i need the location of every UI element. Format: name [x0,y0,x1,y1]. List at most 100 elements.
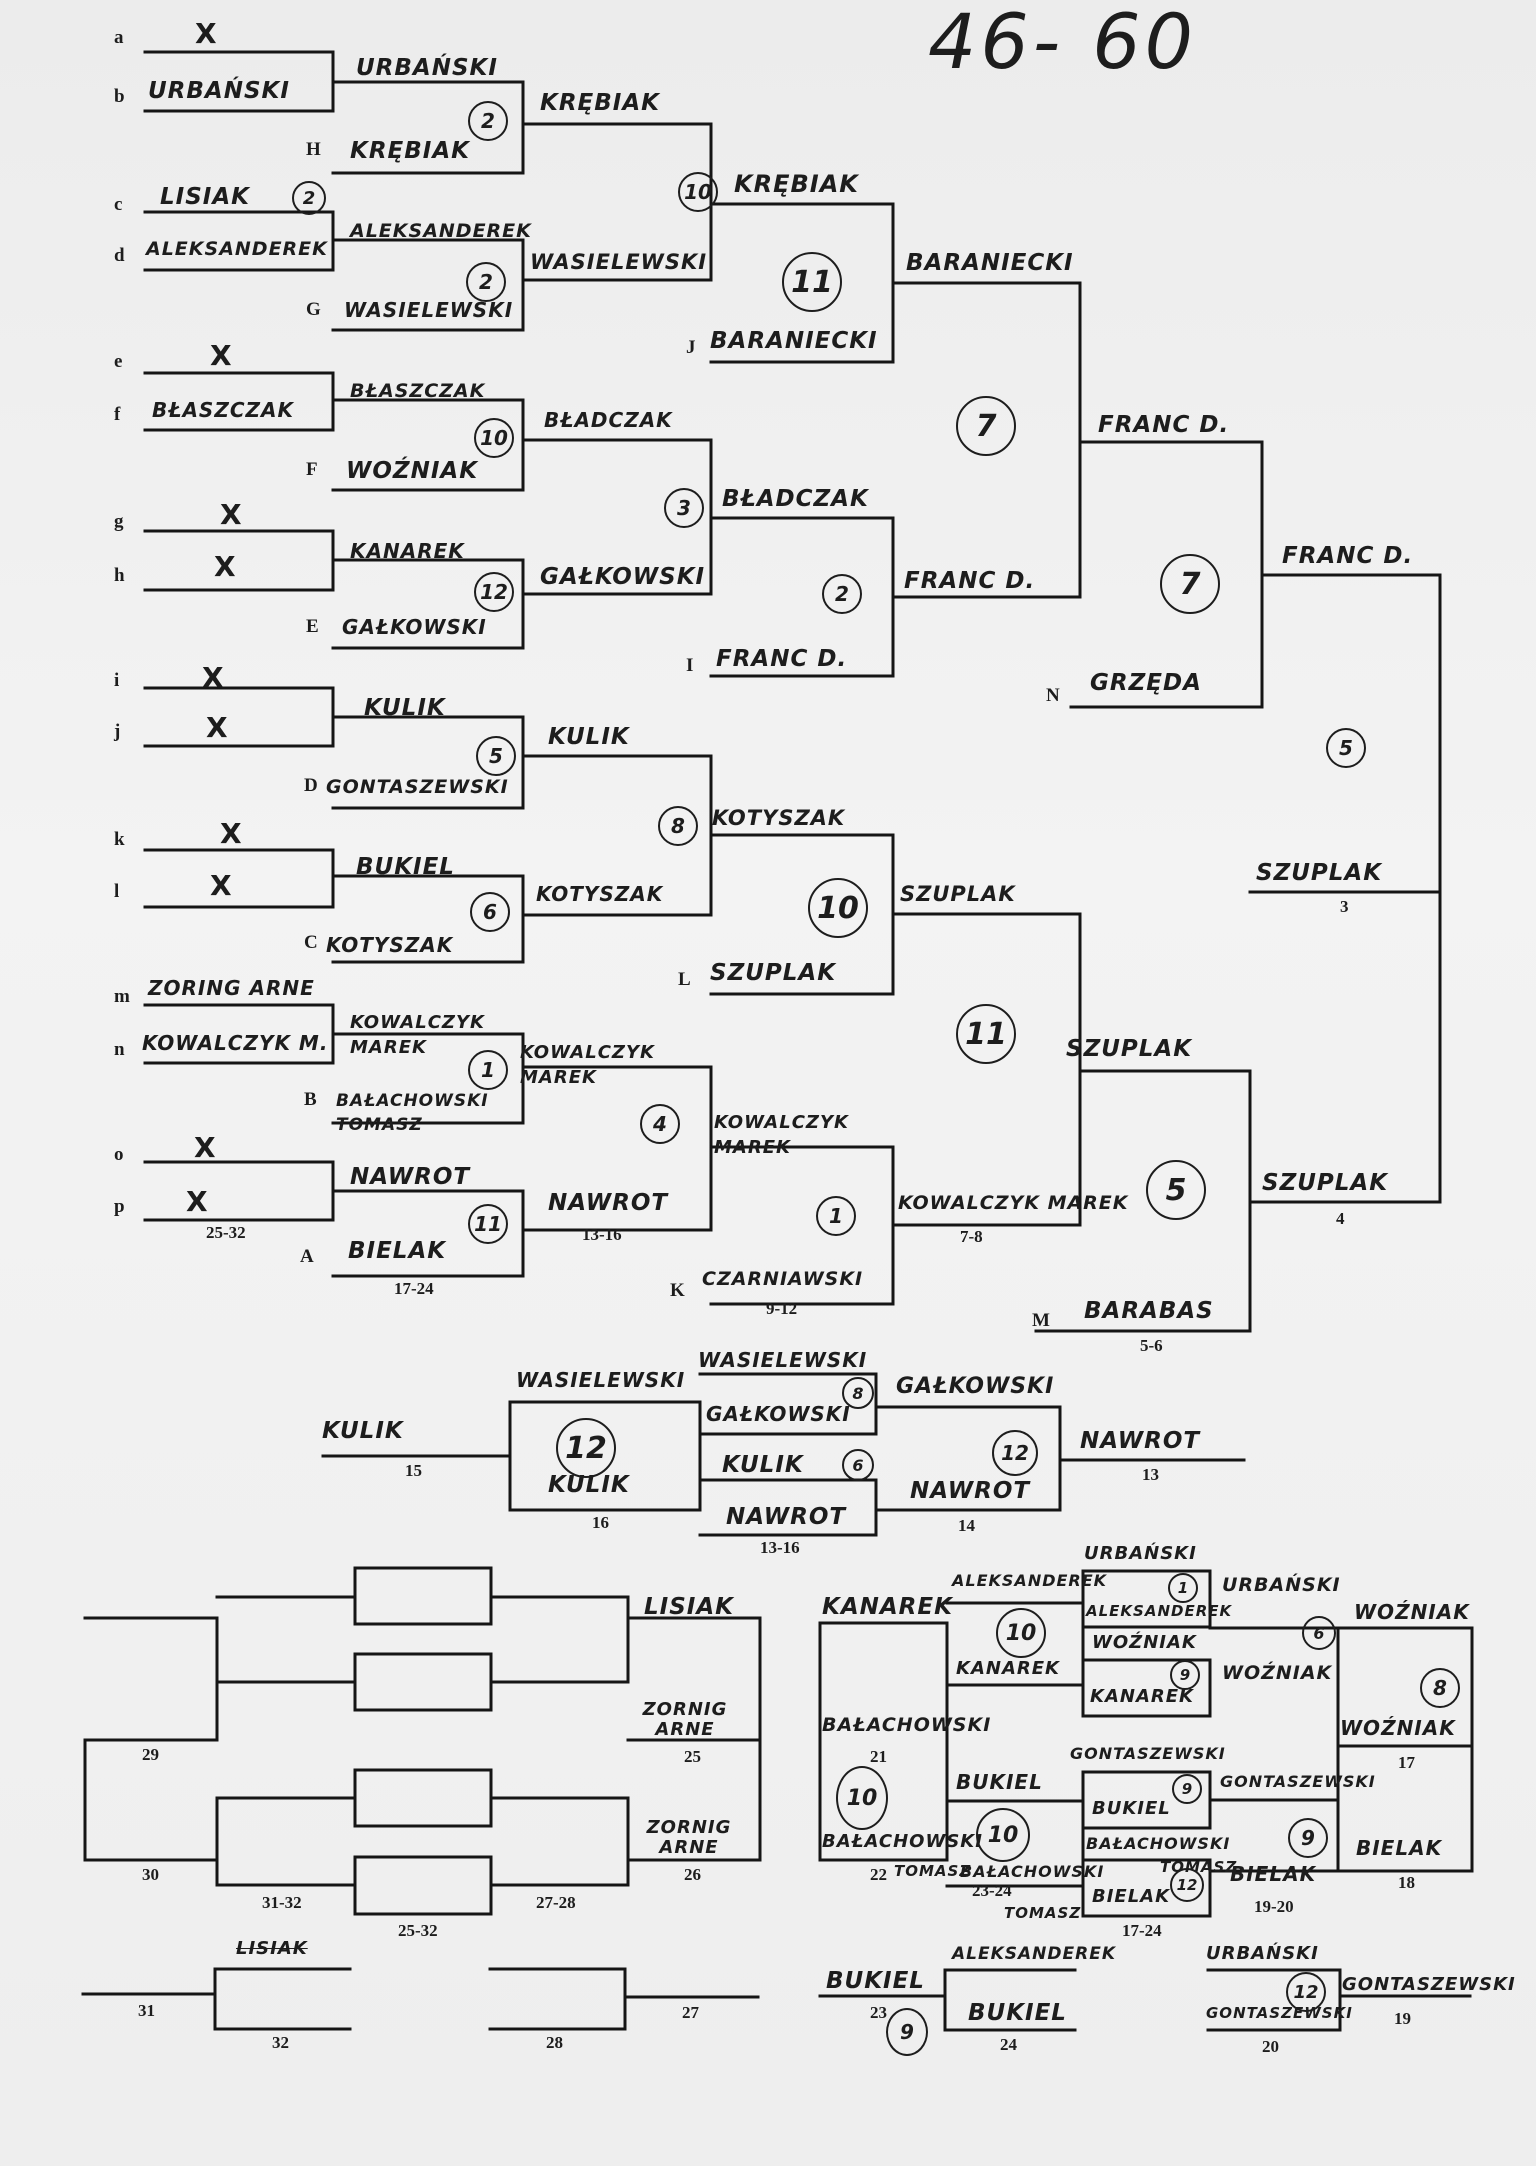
rep17-n23: 23 [870,2003,887,2022]
r3-w6: KOTYSZAK [536,882,664,906]
rep17-urb2: URBAŃSKI [1222,1574,1341,1596]
rep17-kan3: KANAREK [956,1658,1060,1679]
seed-label-n: n [114,1039,125,1060]
entry-l: X [210,869,232,902]
r3-w7: KOWALCZYK MAREK [520,1042,655,1089]
score-circle: 12 [474,572,514,612]
score-circle: 8 [842,1377,874,1409]
score-circle: 6 [1302,1616,1336,1650]
seed-label-M: M [1032,1310,1050,1331]
r4-w4: KOWALCZYK MAREK [714,1112,849,1159]
seed-label-A: A [300,1246,314,1267]
r2-H: KRĘBIAK [350,138,470,164]
rep13-b2: NAWROT [726,1504,847,1530]
rep17-balach3: BAŁACHOWSKI [1086,1834,1231,1853]
r4-I: FRANC D. [716,646,848,672]
rep13-r-num: 14 [958,1516,975,1535]
r3-w1: KRĘBIAK [540,90,660,116]
r4-w2: BŁADCZAK [722,486,869,512]
rep17-balach1: BAŁACHOWSKI [822,1714,992,1736]
r7-w1: FRANC D. [1282,543,1414,569]
rep17-gont1: GONTASZEWSKI [1070,1744,1226,1763]
rep17-wozn2: WOŹNIAK [1222,1662,1333,1684]
seed-label-D: D [304,775,318,796]
score-circle: 2 [822,574,862,614]
seed-label-H: H [306,139,321,160]
rep17-gont2: GONTASZEWSKI [1220,1772,1376,1791]
r2-op: NAWROT [350,1164,471,1190]
score-circle: 2 [292,181,326,215]
place-5-6: 5-6 [1140,1336,1163,1355]
rep17-n21: 21 [870,1747,887,1766]
seed-label-G: G [306,299,321,320]
weight-category-title: 46- 60 [928,0,1197,86]
score-circle: 5 [1146,1160,1206,1220]
score-circle: 5 [1326,728,1366,768]
seed-label-k: k [114,829,125,850]
entry-h: X [214,550,236,583]
seed-label-f: f [114,404,121,425]
rep17-alek2: ALEKSANDEREK [1086,1602,1233,1620]
rep17-kanarek: KANAREK [822,1594,953,1620]
r6-N: GRZĘDA [1090,670,1202,696]
rep17-bukiel4: BUKIEL [968,2000,1067,2026]
rep25-n32: 32 [272,2033,289,2052]
r3-w8: NAWROT [548,1190,669,1216]
r2-ef: BŁASZCZAK [350,380,486,402]
entry-d: ALEKSANDEREK [146,238,328,260]
entry-p: X [186,1185,208,1218]
rep17-n17: 17 [1398,1753,1415,1772]
rep13-b-num: 13-16 [760,1538,800,1557]
entry-f: BŁASZCZAK [152,398,294,422]
rep17-n1724: 17-24 [1122,1921,1162,1940]
rep13-left-num: 15 [405,1461,422,1480]
score-circle: 9 [1288,1818,1328,1858]
score-circle: 9 [1170,1660,1200,1690]
rep17-kan2: KANAREK [1090,1686,1194,1707]
place-17-24: 17-24 [394,1279,434,1298]
rep13-final: NAWROT [1080,1428,1201,1454]
r5-w4: KOWALCZYK MAREK [898,1192,1129,1214]
score-circle: 2 [468,101,508,141]
r2-D: GONTASZEWSKI [326,776,509,798]
seed-label-F: F [306,459,318,480]
entry-n: KOWALCZYK M. [142,1031,329,1055]
rep17-n24: 24 [1000,2035,1017,2054]
place-4: 4 [1336,1209,1345,1228]
rep17-wozn1: WOŹNIAK [1092,1632,1197,1653]
seed-label-a: a [114,27,124,48]
place-7-8: 7-8 [960,1227,983,1246]
rep17-bielak1: BIELAK [1092,1886,1171,1907]
r2-F: WOŹNIAK [346,458,479,484]
score-circle: 10 [976,1808,1030,1862]
seed-label-C: C [304,932,318,953]
score-circle: 6 [470,892,510,932]
rep25-n2532: 25-32 [398,1921,438,1940]
rep25-n31: 31 [138,2001,155,2020]
entry-k: X [220,817,242,850]
seed-label-E: E [306,616,319,637]
r2-cd: ALEKSANDEREK [350,220,532,242]
rep17-n1920: 19-20 [1254,1897,1294,1916]
rep17-alek3: ALEKSANDEREK [952,1944,1117,1964]
r6-M: BARABAS [1084,1298,1214,1324]
seed-label-i: i [114,670,120,691]
rep17-bukiel3: BUKIEL [826,1968,925,1994]
score-circle: 9 [1172,1774,1202,1804]
score-circle: 9 [886,2008,928,2056]
seed-label-b: b [114,86,125,107]
r4-J: BARANIECKI [710,328,878,354]
rep17-n22: 22 [870,1865,887,1884]
rep13-b1: KULIK [722,1452,804,1478]
score-circle: 7 [1160,554,1220,614]
r6-w1: FRANC D. [1098,412,1230,438]
place-4-name: SZUPLAK [1262,1170,1389,1196]
seed-label-g: g [114,511,124,532]
score-circle: 10 [808,878,868,938]
entry-i: X [202,661,224,694]
r2-kl: BUKIEL [356,854,455,880]
rep25-n29: 29 [142,1745,159,1764]
seed-label-l: l [114,881,120,902]
rep17-bukiel1: BUKIEL [956,1770,1043,1794]
